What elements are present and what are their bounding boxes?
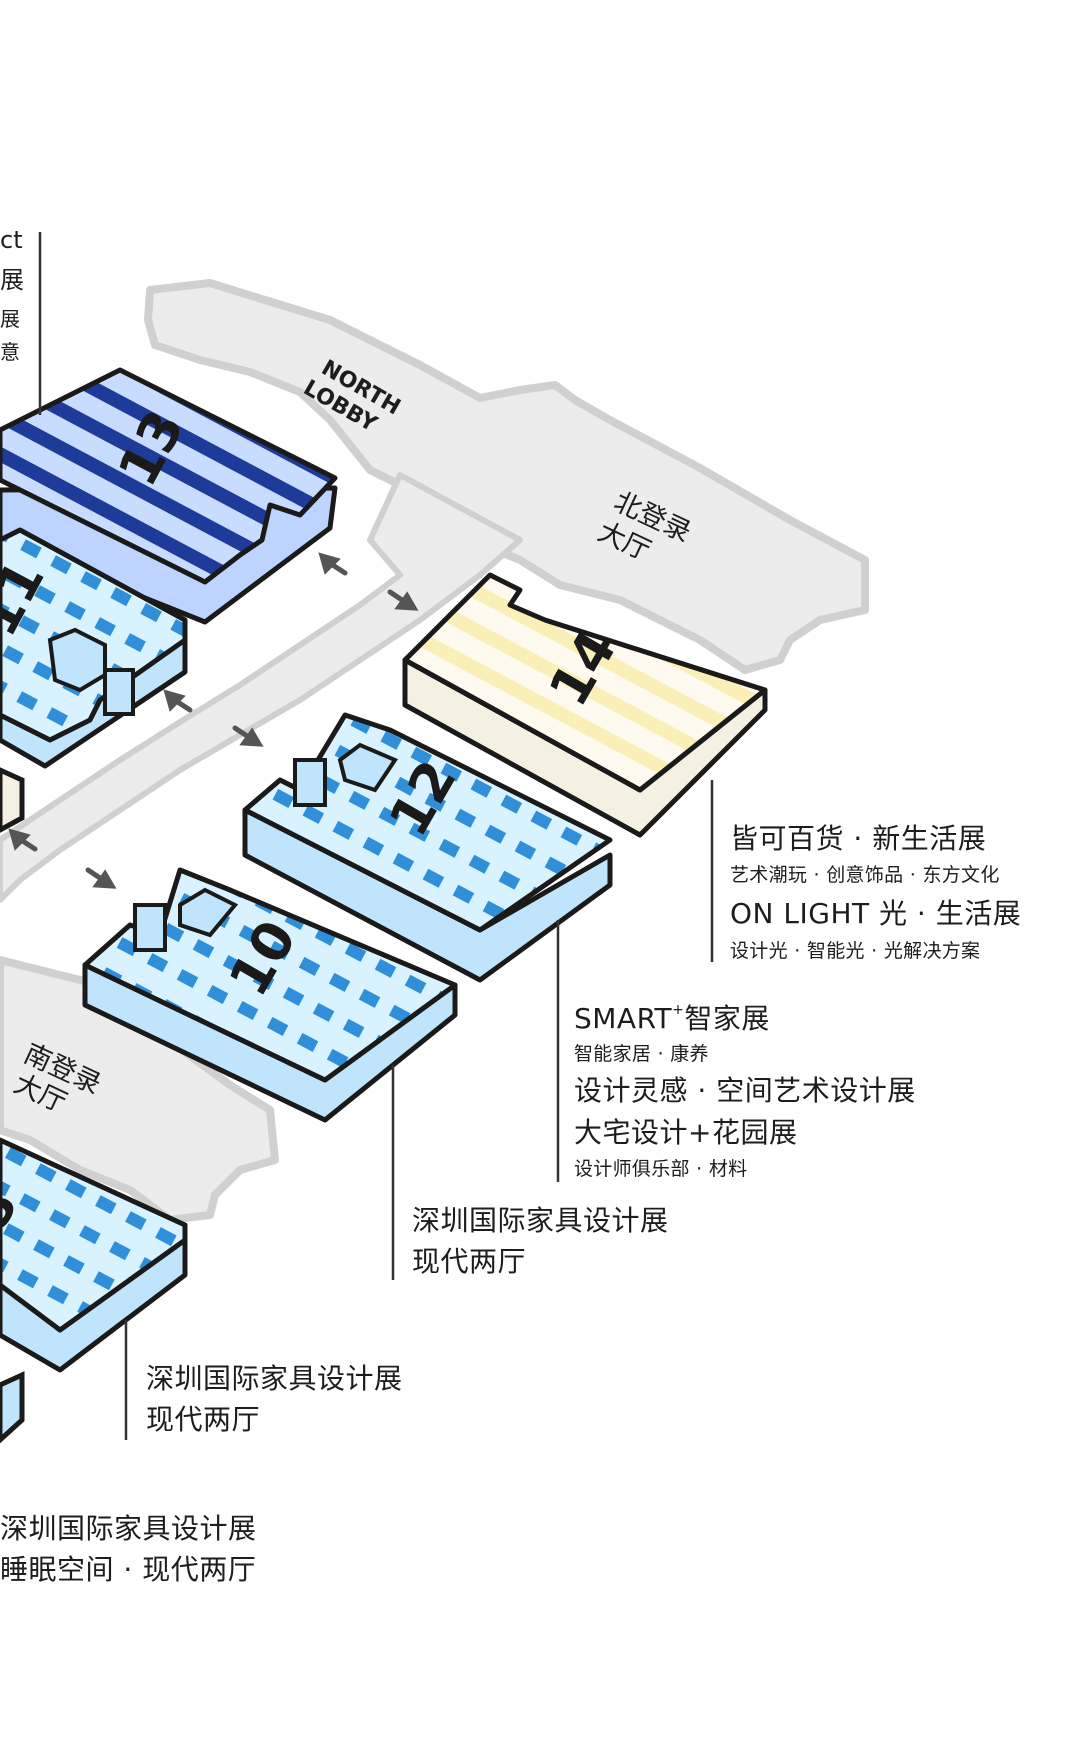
hall-8-title: 深圳国际家具设计展: [146, 1362, 403, 1395]
hall-10-title: 深圳国际家具设计展: [412, 1204, 669, 1237]
hall-6-edge: [0, 1371, 25, 1444]
top-left-line-1: ct: [0, 226, 23, 254]
top-left-line-2: 展: [0, 266, 24, 294]
hall-9-edge: [0, 767, 25, 833]
hall-12-title-3: 大宅设计+花园展: [574, 1116, 798, 1149]
bottom-subtitle: 睡眠空间 · 现代两厅: [0, 1553, 257, 1586]
hall-12-title: SMART+智家展: [574, 1002, 770, 1035]
hall-8-subtitle: 现代两厅: [146, 1403, 261, 1436]
hall-14-title-2: ON LIGHT 光 · 生活展: [730, 897, 1022, 930]
arrow-icon: [8, 828, 38, 852]
hall-12[interactable]: 12: [242, 712, 613, 983]
arrow-icon: [387, 589, 419, 611]
hall-12-subtitle: 智能家居 · 康养: [574, 1043, 709, 1065]
bottom-title: 深圳国际家具设计展: [0, 1512, 257, 1545]
hall-10[interactable]: 10: [82, 867, 458, 1123]
hall-12-title-2: 设计灵感 · 空间艺术设计展: [574, 1074, 916, 1107]
hall-10-subtitle: 现代两厅: [412, 1245, 527, 1278]
flow-arrows: [8, 552, 419, 889]
top-left-line-3: 展: [0, 307, 20, 331]
arrow-icon: [232, 725, 264, 747]
hall-13[interactable]: 13: [0, 367, 338, 625]
leader-lines: [38, 232, 714, 1440]
hall-14-title: 皆可百货 · 新生活展: [730, 822, 987, 855]
hall-12-subtitle-3: 设计师俱乐部 · 材料: [574, 1158, 748, 1180]
arrow-icon: [163, 689, 193, 713]
hall-8[interactable]: 8: [0, 1137, 188, 1373]
hall-14-subtitle-2: 设计光 · 智能光 · 光解决方案: [730, 940, 981, 962]
north-lobby: [144, 279, 869, 674]
hall-11[interactable]: 11: [0, 527, 188, 769]
arrow-icon: [318, 552, 348, 576]
main-corridor: [0, 472, 523, 903]
top-left-line-4: 意: [0, 340, 20, 364]
arrow-icon: [85, 867, 117, 889]
hall-14-subtitle: 艺术潮玩 · 创意饰品 · 东方文化: [730, 864, 1000, 886]
